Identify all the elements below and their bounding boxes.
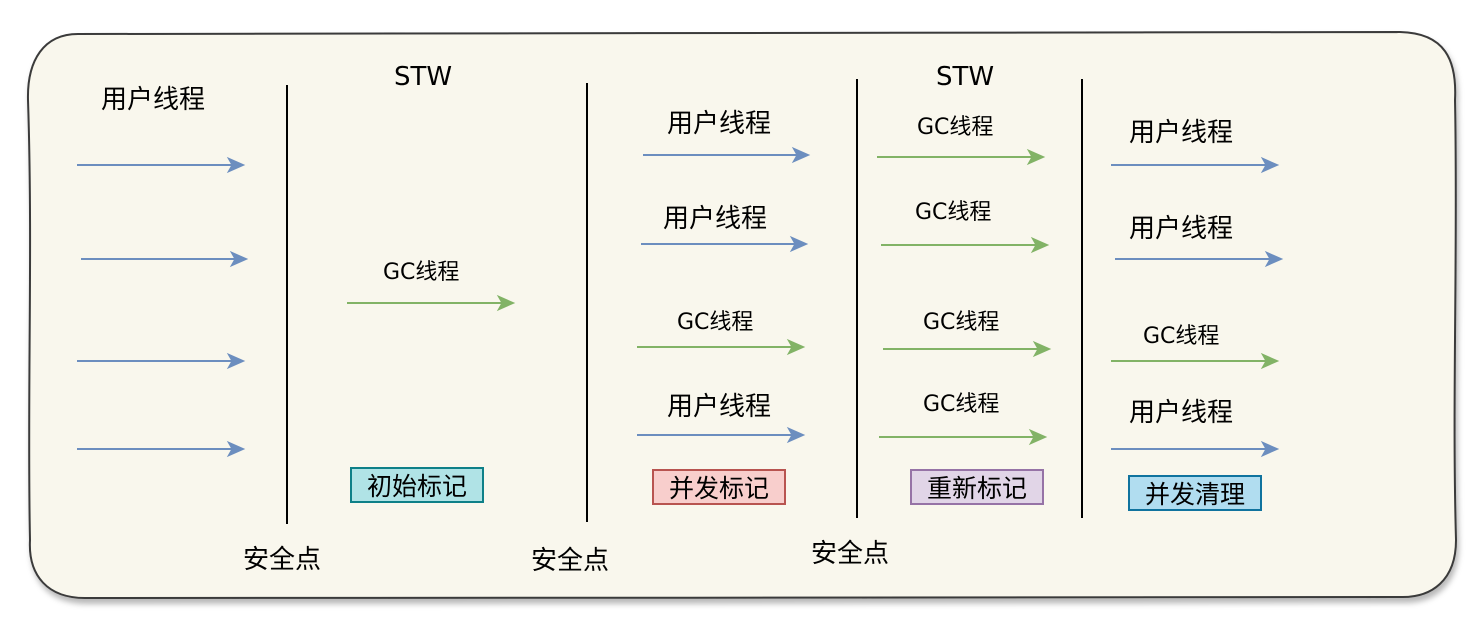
stage1-user-thread-arrow-3-head — [226, 352, 246, 370]
thread-arrows — [77, 146, 1284, 458]
stage3-thread-arrow-3-head — [786, 338, 806, 356]
stage4-stw-label: STW — [936, 62, 995, 92]
stage3-thread-arrow-3 — [637, 338, 806, 356]
stage1-user-thread-arrow-3 — [77, 352, 246, 370]
stage4-gc-thread-arrow-2 — [881, 236, 1050, 254]
stage4-gc-thread-arrow-1 — [877, 148, 1046, 166]
stage4-gc-thread-arrow-3 — [883, 340, 1052, 358]
stage1-user-thread-arrow-2 — [81, 250, 249, 268]
stage2-gc-thread-label: GC线程 — [383, 260, 460, 285]
stage5-thread-arrow-3 — [1111, 352, 1280, 370]
stage4-gc-thread-arrow-1-head — [1026, 148, 1046, 166]
safepoint-dividers — [286, 79, 1083, 524]
stage4-gc-label-4: GC线程 — [923, 392, 1000, 417]
stage3-thread-arrow-4 — [637, 426, 806, 444]
stage3-thread-arrow-1-head — [791, 146, 811, 164]
stage4-gc-thread-arrow-4 — [879, 428, 1048, 446]
stage5-thread-arrow-2 — [1115, 250, 1284, 268]
stage3-thread-label-1: 用户线程 — [667, 109, 772, 139]
stage3-thread-label-4: 用户线程 — [667, 392, 772, 422]
background-panel — [26, 30, 1458, 600]
stage5-thread-arrow-1 — [1111, 156, 1280, 174]
stage1-user-thread-arrow-1-head — [226, 156, 246, 174]
stage5-thread-label-3: GC线程 — [1143, 324, 1220, 349]
stage2-gc-thread-arrow — [347, 294, 516, 312]
stage1-user-thread-arrow-1 — [77, 156, 246, 174]
phase-concurrent-sweep: 并发清理 — [1128, 475, 1262, 511]
stage5-thread-arrow-4 — [1111, 440, 1280, 458]
stage5-thread-label-1: 用户线程 — [1129, 118, 1234, 148]
stage5-thread-arrow-2-head — [1264, 250, 1284, 268]
stage5-thread-arrow-3-head — [1260, 352, 1280, 370]
stage4-gc-label-3: GC线程 — [923, 310, 1000, 335]
stage3-thread-label-2: 用户线程 — [663, 204, 768, 234]
stage4-gc-thread-arrow-3-head — [1032, 340, 1052, 358]
safepoint-label-1: 安全点 — [243, 545, 322, 575]
safepoint-label-3: 安全点 — [811, 539, 890, 569]
stage5-thread-label-2: 用户线程 — [1129, 214, 1234, 244]
stage4-gc-thread-arrow-2-head — [1030, 236, 1050, 254]
phase-remark: 重新标记 — [910, 469, 1044, 505]
stage2-stw-label: STW — [394, 62, 453, 92]
stage2-gc-thread-arrow-head — [496, 294, 516, 312]
stage3-thread-arrow-2-head — [789, 235, 809, 253]
stage1-user-thread-arrow-4-head — [226, 440, 246, 458]
stage1-title: 用户线程 — [101, 85, 206, 115]
stage4-gc-label-2: GC线程 — [915, 200, 992, 225]
stage5-thread-label-4: 用户线程 — [1129, 398, 1234, 428]
stage1-user-thread-arrow-4 — [77, 440, 246, 458]
stage3-thread-arrow-4-head — [786, 426, 806, 444]
phase-concurrent-mark: 并发标记 — [652, 469, 786, 505]
stage3-thread-label-3: GC线程 — [677, 310, 754, 335]
stage3-thread-arrow-2 — [641, 235, 809, 253]
safepoint-label-2: 安全点 — [531, 546, 610, 576]
stage4-gc-thread-arrow-4-head — [1028, 428, 1048, 446]
phase-initial-mark: 初始标记 — [350, 467, 484, 503]
stage5-thread-arrow-1-head — [1260, 156, 1280, 174]
stage3-thread-arrow-1 — [643, 146, 811, 164]
stage1-user-thread-arrow-2-head — [229, 250, 249, 268]
stage5-thread-arrow-4-head — [1260, 440, 1280, 458]
stage4-gc-label-1: GC线程 — [917, 115, 994, 140]
